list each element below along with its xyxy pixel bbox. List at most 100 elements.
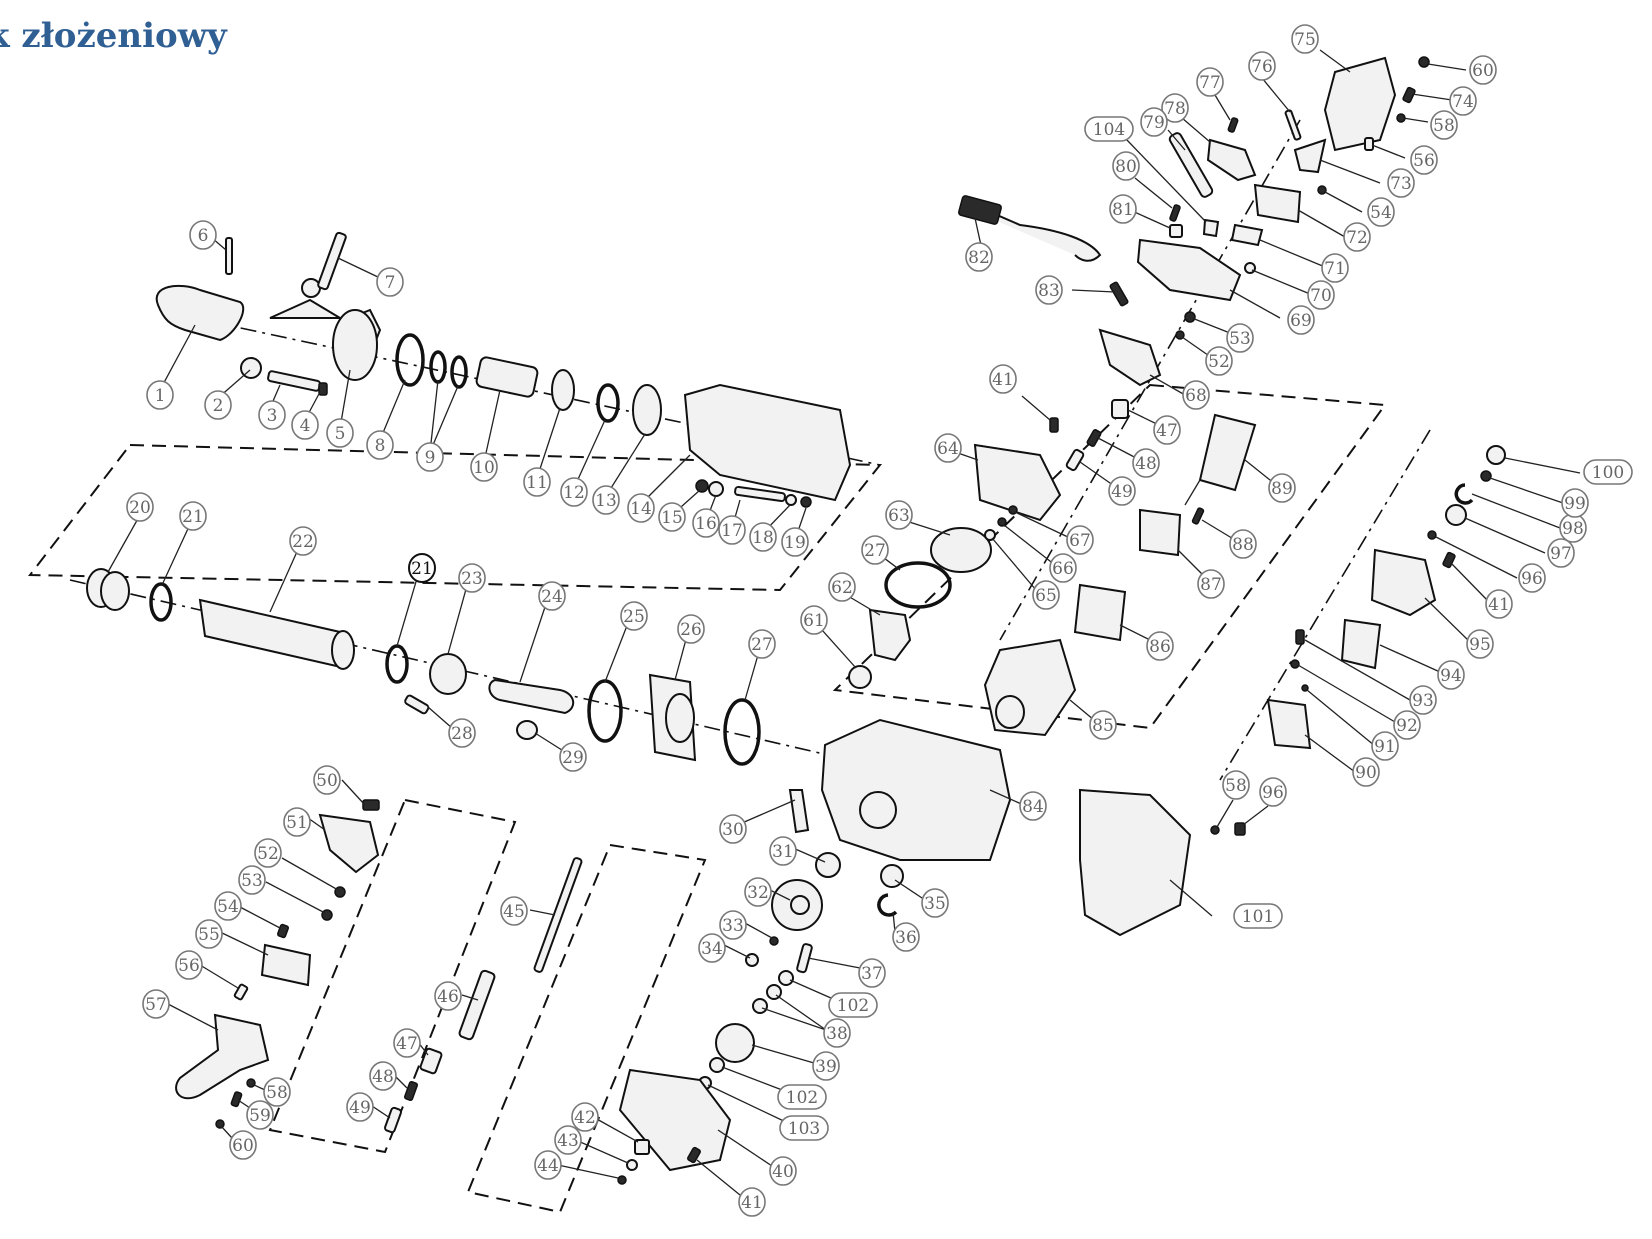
callout-p85: 85 xyxy=(1089,710,1117,740)
callout-p49b: 49 xyxy=(1108,476,1136,506)
chuck-flange xyxy=(332,309,378,381)
callout-number: 7 xyxy=(385,273,396,293)
baffle-90 xyxy=(1266,698,1312,750)
leader-68 xyxy=(1149,374,1186,396)
callout-p83: 83 xyxy=(1035,275,1063,305)
front-grip xyxy=(155,284,245,342)
callout-bubble xyxy=(1032,580,1060,610)
callout-number: 56 xyxy=(1413,151,1435,171)
bolt-3 xyxy=(267,370,321,392)
clip-93 xyxy=(1295,629,1305,645)
callout-p21b: 21 xyxy=(408,553,436,583)
callout-p5: 5 xyxy=(326,418,354,448)
callout-p52b: 52 xyxy=(1205,346,1233,376)
screw-80 xyxy=(1169,204,1181,222)
nut-99 xyxy=(1480,470,1492,482)
callout-number: 2 xyxy=(213,396,224,416)
callout-bubble xyxy=(719,814,747,844)
callout-p69: 69 xyxy=(1287,305,1315,335)
callout-number: 100 xyxy=(1592,463,1624,483)
callout-bubble xyxy=(921,888,949,918)
leader-97 xyxy=(1464,517,1546,554)
callout-bubble xyxy=(571,1102,599,1132)
seal-61 xyxy=(848,665,872,689)
clamp-81 xyxy=(1169,224,1183,238)
callout-bubble xyxy=(1233,903,1283,929)
callout-number: 70 xyxy=(1310,286,1332,306)
leader-77 xyxy=(1214,94,1231,121)
callout-p15: 15 xyxy=(658,502,686,532)
callout-p96a: 96 xyxy=(1518,563,1546,593)
callout-bubble xyxy=(744,877,772,907)
stator-86 xyxy=(1073,583,1127,642)
callout-p35: 35 xyxy=(921,888,949,918)
callout-bubble xyxy=(554,1125,582,1155)
callout-bubble xyxy=(620,601,648,631)
callout-p47a: 47 xyxy=(393,1028,421,1058)
spring-76 xyxy=(1284,109,1302,141)
gear-62 xyxy=(868,608,912,662)
callout-p44: 44 xyxy=(534,1150,562,1180)
armature-89 xyxy=(1198,413,1257,492)
axis-rear xyxy=(999,119,1301,641)
callout-number: 102 xyxy=(786,1088,818,1108)
callout-p64: 64 xyxy=(934,433,962,463)
callout-number: 39 xyxy=(815,1057,837,1077)
leader-101 xyxy=(1169,879,1213,917)
callout-number: 56 xyxy=(178,956,200,976)
axis-motor xyxy=(1219,429,1431,781)
leader-92 xyxy=(1297,664,1396,723)
callout-p33: 33 xyxy=(719,910,747,940)
callout-number: 50 xyxy=(316,771,338,791)
callout-number: 31 xyxy=(772,842,794,862)
shaft-45 xyxy=(533,857,583,973)
bearing-97 xyxy=(1445,504,1467,526)
callout-number: 47 xyxy=(396,1034,418,1054)
bolt-7 xyxy=(317,231,347,291)
callout-bubble xyxy=(1035,275,1063,305)
key-33 xyxy=(769,936,779,946)
callout-number: 90 xyxy=(1355,763,1377,783)
callout-p89: 89 xyxy=(1268,473,1296,503)
page-title: k złożeniowy xyxy=(0,16,227,56)
callout-bubble xyxy=(1248,51,1276,81)
callout-number: 24 xyxy=(541,587,563,607)
callout-p58a: 58 xyxy=(1430,110,1458,140)
housing-bore xyxy=(859,791,897,829)
callout-number: 38 xyxy=(826,1024,848,1044)
leader-35 xyxy=(894,879,926,901)
callout-number: 58 xyxy=(1225,776,1247,796)
barrel-14 xyxy=(683,383,852,502)
callout-p96b: 96 xyxy=(1259,777,1287,807)
callout-p100: 100 xyxy=(1583,459,1633,485)
leader-41c xyxy=(696,1159,741,1196)
leader-73 xyxy=(1319,159,1381,184)
callout-number: 99 xyxy=(1564,494,1586,514)
washer-65 xyxy=(984,529,996,541)
leader-93 xyxy=(1304,639,1411,701)
pin-56b xyxy=(1364,137,1374,151)
screw-96b xyxy=(1234,822,1246,836)
callout-p39: 39 xyxy=(812,1051,840,1081)
leader-52a xyxy=(281,857,339,891)
callout-bubble xyxy=(934,433,962,463)
callout-p48b: 48 xyxy=(1132,448,1160,478)
leader-76 xyxy=(1261,77,1291,113)
callout-number: 54 xyxy=(217,897,239,917)
callout-bubble xyxy=(1084,116,1134,142)
callout-p13: 13 xyxy=(592,485,620,515)
callout-p70: 70 xyxy=(1307,280,1335,310)
callout-number: 73 xyxy=(1390,174,1412,194)
callout-number: 92 xyxy=(1396,716,1418,736)
handle-57 xyxy=(175,1013,270,1100)
callout-bubble xyxy=(366,430,394,460)
callout-bubble xyxy=(1321,253,1349,283)
callout-bubble xyxy=(326,418,354,448)
leader-79 xyxy=(1167,129,1186,151)
callout-number: 33 xyxy=(722,916,744,936)
callout-p18: 18 xyxy=(749,522,777,552)
callout-number: 88 xyxy=(1232,535,1254,555)
callout-number: 80 xyxy=(1115,157,1137,177)
leader-37 xyxy=(807,957,861,969)
circlip-36 xyxy=(877,893,898,917)
